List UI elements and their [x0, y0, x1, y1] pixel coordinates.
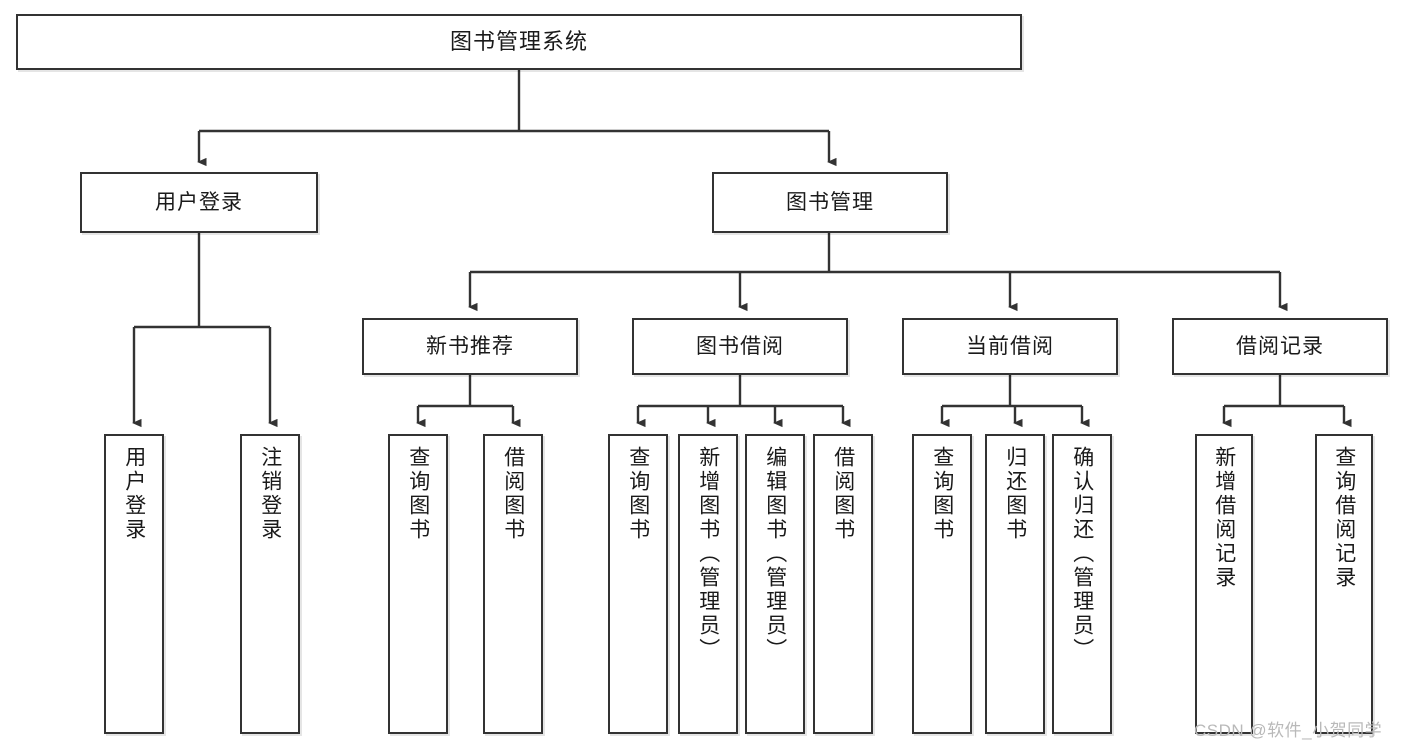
leaf-label: 查询借阅记录	[1332, 446, 1356, 590]
leaf-new-book-borrow[interactable]: 借阅图书	[483, 434, 543, 734]
node-book-management[interactable]: 图书管理	[712, 172, 948, 233]
leaf-current-borrow-return[interactable]: 归还图书	[985, 434, 1045, 734]
node-label: 图书管理系统	[449, 28, 588, 54]
node-root-system[interactable]: 图书管理系统	[16, 14, 1022, 70]
leaf-label: 注销登录	[258, 446, 282, 542]
leaf-label: 新增借阅记录	[1212, 446, 1236, 590]
csdn-watermark: CSDN @软件_小贺同学	[1194, 716, 1382, 741]
node-book-borrow[interactable]: 图书借阅	[632, 318, 848, 375]
leaf-user-login-login[interactable]: 用户登录	[104, 434, 164, 734]
leaf-book-borrow-edit[interactable]: 编辑图书（管理员）	[745, 434, 805, 734]
leaf-new-book-query[interactable]: 查询图书	[388, 434, 448, 734]
node-label: 新书推荐	[426, 334, 514, 358]
leaf-book-borrow-query[interactable]: 查询图书	[608, 434, 668, 734]
leaf-label: 查询图书	[930, 446, 954, 542]
leaf-current-borrow-query[interactable]: 查询图书	[912, 434, 972, 734]
leaf-current-borrow-confirm-return[interactable]: 确认归还（管理员）	[1052, 434, 1112, 734]
leaf-label: 借阅图书	[501, 446, 525, 542]
leaf-label: 新增图书（管理员）	[696, 446, 720, 662]
leaf-borrow-record-add[interactable]: 新增借阅记录	[1195, 434, 1253, 734]
node-borrow-record[interactable]: 借阅记录	[1172, 318, 1388, 375]
node-label: 用户登录	[155, 190, 243, 214]
leaf-label: 查询图书	[406, 446, 430, 542]
node-current-borrow[interactable]: 当前借阅	[902, 318, 1118, 375]
node-label: 图书管理	[786, 190, 874, 214]
leaf-book-borrow-add[interactable]: 新增图书（管理员）	[678, 434, 738, 734]
leaf-label: 用户登录	[122, 446, 146, 542]
leaf-borrow-record-query[interactable]: 查询借阅记录	[1315, 434, 1373, 734]
leaf-label: 借阅图书	[831, 446, 855, 542]
leaf-label: 确认归还（管理员）	[1070, 446, 1094, 662]
node-user-login[interactable]: 用户登录	[80, 172, 318, 233]
node-label: 图书借阅	[696, 334, 784, 358]
leaf-label: 查询图书	[626, 446, 650, 542]
leaf-label: 归还图书	[1003, 446, 1027, 542]
leaf-user-login-logout[interactable]: 注销登录	[240, 434, 300, 734]
node-label: 当前借阅	[966, 334, 1054, 358]
node-new-book-recommend[interactable]: 新书推荐	[362, 318, 578, 375]
watermark-label: CSDN @软件_小贺同学	[1194, 721, 1383, 740]
leaf-book-borrow-borrow[interactable]: 借阅图书	[813, 434, 873, 734]
node-label: 借阅记录	[1236, 334, 1324, 358]
leaf-label: 编辑图书（管理员）	[763, 446, 787, 662]
